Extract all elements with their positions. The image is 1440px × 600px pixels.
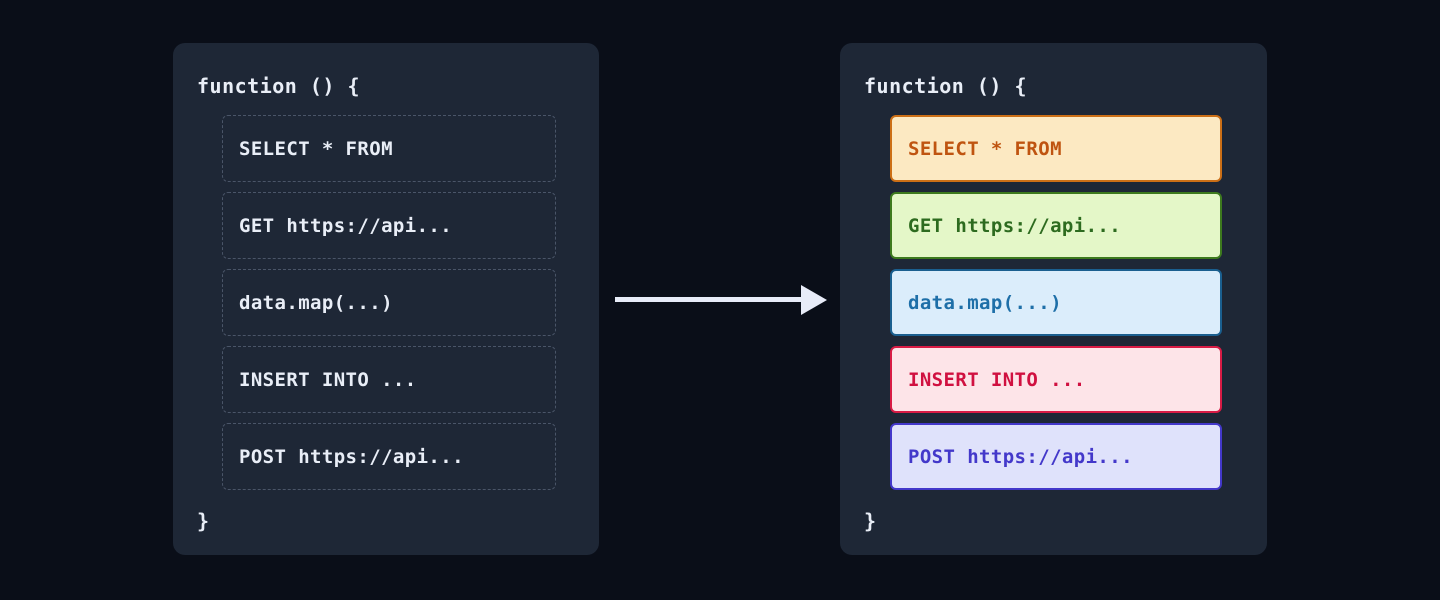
statement-item-tagged[interactable]: GET https://api... bbox=[890, 192, 1222, 259]
statement-item-tagged[interactable]: data.map(...) bbox=[890, 269, 1222, 336]
classified-code-panel: function () { SELECT * FROM GET https://a… bbox=[840, 43, 1267, 555]
statement-item[interactable]: SELECT * FROM bbox=[222, 115, 556, 182]
function-close-brace-right: } bbox=[864, 509, 877, 533]
function-open-brace-right: function () { bbox=[864, 74, 1028, 98]
statement-item-tagged[interactable]: POST https://api... bbox=[890, 423, 1222, 490]
statement-item[interactable]: GET https://api... bbox=[222, 192, 556, 259]
arrow-shaft bbox=[615, 297, 803, 302]
statement-item[interactable]: INSERT INTO ... bbox=[222, 346, 556, 413]
statement-item-tagged[interactable]: INSERT INTO ... bbox=[890, 346, 1222, 413]
statement-list-classified: SELECT * FROM GET https://api... data.map(… bbox=[890, 115, 1222, 490]
transform-arrow-icon bbox=[615, 283, 827, 317]
statement-list-unclassified: SELECT * FROM GET https://api... data.map(… bbox=[222, 115, 556, 490]
function-close-brace-left: } bbox=[197, 509, 210, 533]
function-open-brace-left: function () { bbox=[197, 74, 361, 98]
statement-item-tagged[interactable]: SELECT * FROM bbox=[890, 115, 1222, 182]
statement-item[interactable]: data.map(...) bbox=[222, 269, 556, 336]
source-code-panel: function () { SELECT * FROM GET https://a… bbox=[173, 43, 599, 555]
arrow-head bbox=[801, 285, 827, 315]
statement-item[interactable]: POST https://api... bbox=[222, 423, 556, 490]
